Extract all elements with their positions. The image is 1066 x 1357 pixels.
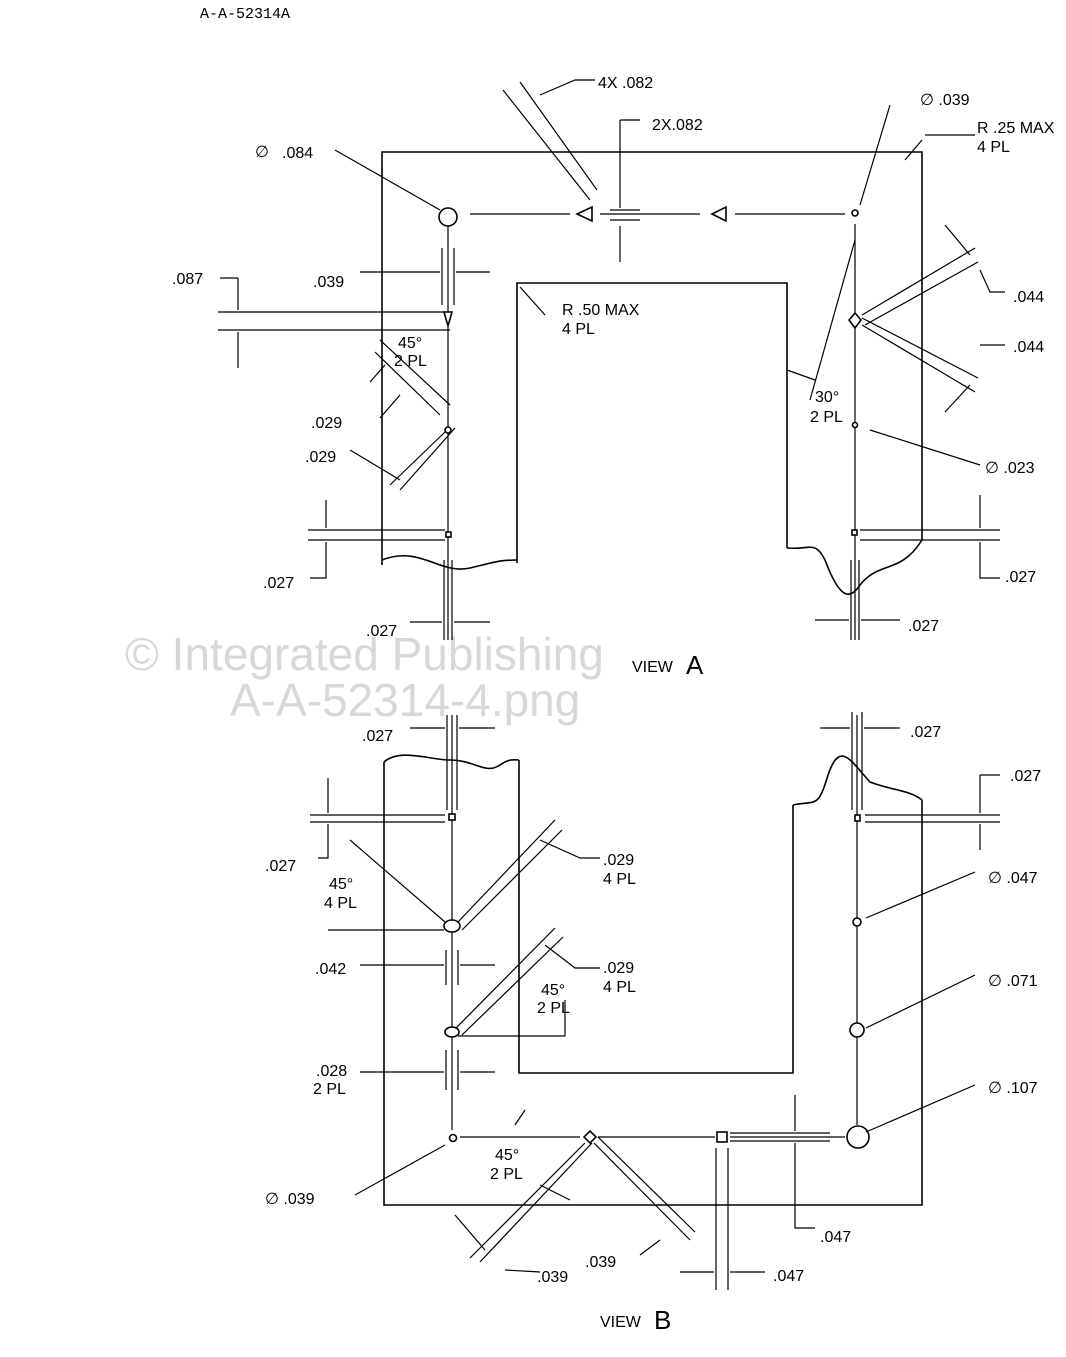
view-b-title-prefix: VIEW — [600, 1314, 642, 1331]
view-a-title-prefix: VIEW — [632, 659, 674, 676]
view-b-labels: .027 .027 .027 .027 .029 4 PL 45° 4 PL ∅… — [265, 724, 1041, 1335]
hole-square-right — [851, 529, 858, 536]
view-b-title-letter: B — [654, 1305, 671, 1335]
label-039-a: .039 — [537, 1269, 568, 1286]
label-029-b-pl: 4 PL — [603, 979, 636, 996]
document-id: A-A-52314A — [200, 6, 290, 23]
label-45deg-c-pl: 2 PL — [490, 1166, 523, 1183]
hole-039 — [851, 209, 859, 217]
label-dia-023: ∅ .023 — [985, 460, 1035, 477]
label-dia-084: .084 — [282, 145, 313, 162]
label-dia-047: ∅ .047 — [988, 870, 1038, 887]
view-a-labels: 4X .082 2X.082 ∅ .039 R .25 MAX 4 PL ∅ .… — [172, 75, 1055, 680]
label-029-a-pl: 4 PL — [603, 871, 636, 888]
label-45deg-pl: 2 PL — [394, 353, 427, 370]
label-029-a: .029 — [311, 415, 342, 432]
hole-square-047 — [716, 1131, 728, 1143]
view-b-break-right — [792, 755, 923, 806]
hole-047 — [852, 917, 862, 927]
hole-small-left — [444, 426, 452, 434]
view-a-break-right — [786, 539, 923, 595]
label-027-right: .027 — [1010, 768, 1041, 785]
label-027-right: .027 — [1005, 569, 1036, 586]
label-45deg-b: 45° — [541, 982, 565, 999]
tapered-hole — [442, 311, 454, 329]
label-042: .042 — [315, 961, 346, 978]
label-027-top-left: .027 — [362, 728, 393, 745]
hole-oval-2 — [444, 1026, 460, 1038]
label-dia-039: ∅ .039 — [265, 1191, 315, 1208]
diameter-symbol: ∅ — [255, 144, 269, 161]
label-r25-pl: 4 PL — [977, 139, 1010, 156]
label-027-left: .027 — [265, 858, 296, 875]
label-044-a: .044 — [1013, 289, 1044, 306]
label-028-pl: 2 PL — [313, 1081, 346, 1098]
label-45deg: 45° — [398, 335, 422, 352]
label-r50-pl: 4 PL — [562, 321, 595, 338]
label-039: .039 — [313, 274, 344, 291]
triangle-slot-1 — [575, 205, 593, 223]
hole-084 — [438, 207, 458, 227]
diamond-hole-b — [582, 1129, 598, 1145]
hole-023 — [851, 421, 859, 429]
view-b-outline — [383, 762, 923, 1206]
label-r50: R .50 MAX — [562, 302, 640, 319]
view-a-drawing — [218, 79, 1005, 640]
view-b-drawing — [310, 712, 1000, 1290]
label-047-bottom: .047 — [773, 1268, 804, 1285]
label-039-b: .039 — [585, 1254, 616, 1271]
label-029-b: .029 — [305, 449, 336, 466]
label-044-b: .044 — [1013, 339, 1044, 356]
hole-071 — [849, 1022, 865, 1038]
label-30deg-pl: 2 PL — [810, 409, 843, 426]
label-45deg-b-pl: 2 PL — [537, 1000, 570, 1017]
label-4x-082: 4X .082 — [598, 75, 653, 92]
hole-square-b1 — [448, 813, 456, 821]
label-047-right: .047 — [820, 1229, 851, 1246]
watermark-line2: A-A-52314-4.png — [230, 674, 580, 726]
triangle-slot-2 — [710, 205, 727, 223]
hole-square-left — [445, 531, 452, 538]
label-dia-071: ∅ .071 — [988, 973, 1038, 990]
view-a-title-letter: A — [686, 650, 704, 680]
hole-039-b — [448, 1133, 458, 1143]
watermark-line1: © Integrated Publishing — [125, 628, 604, 680]
hole-square-b2 — [854, 814, 861, 822]
view-b-cutout — [518, 760, 794, 1074]
hole-oval-1 — [443, 919, 461, 933]
label-027-left: .027 — [263, 575, 294, 592]
view-a-centerlines — [447, 213, 856, 640]
label-027-top-right: .027 — [910, 724, 941, 741]
label-30deg: 30° — [815, 389, 839, 406]
view-a-break-left — [381, 554, 518, 570]
label-dia-039: ∅ .039 — [920, 92, 970, 109]
view-b-break-left — [383, 754, 520, 770]
label-027-bottom-left: .027 — [366, 623, 397, 640]
diamond-hole — [847, 311, 863, 330]
label-45deg-a-pl: 4 PL — [324, 895, 357, 912]
hole-107 — [846, 1125, 870, 1149]
label-027-bottom-right: .027 — [908, 618, 939, 635]
view-a-cutout — [516, 282, 788, 563]
label-028: .028 — [316, 1063, 347, 1080]
label-r25: R .25 MAX — [977, 120, 1055, 137]
label-087: .087 — [172, 271, 203, 288]
label-2x-082: 2X.082 — [652, 117, 703, 134]
label-45deg-a: 45° — [329, 876, 353, 893]
label-dia-107: ∅ .107 — [988, 1080, 1038, 1097]
label-029-b: .029 — [603, 960, 634, 977]
label-029-a: .029 — [603, 852, 634, 869]
label-45deg-c: 45° — [495, 1147, 519, 1164]
